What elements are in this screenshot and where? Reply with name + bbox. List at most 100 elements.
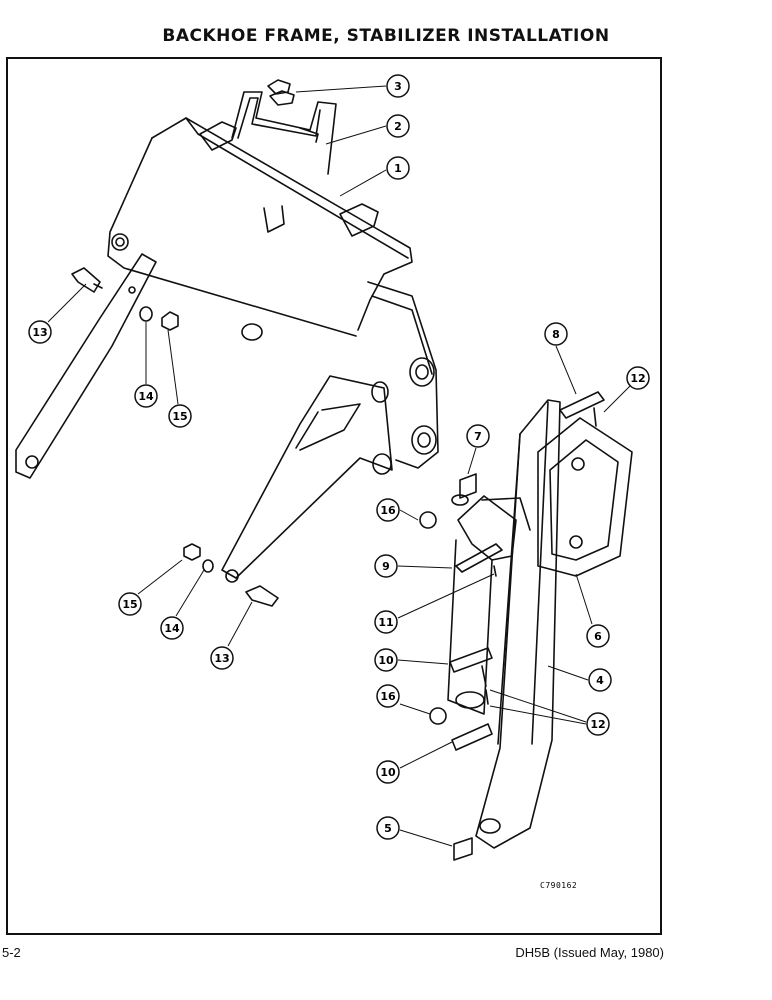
cylinder-bracket-part — [447, 495, 517, 715]
callout-circle — [134, 384, 158, 408]
callout-balloon: 4 — [588, 668, 612, 692]
callout-balloon: 13 — [210, 646, 234, 670]
callout-leader-line — [397, 565, 453, 569]
callout-balloon: 8 — [544, 322, 568, 346]
callout-leader-line — [575, 573, 593, 625]
callout-circle — [210, 646, 234, 670]
callout-circle — [386, 114, 410, 138]
callout-number: 16 — [380, 504, 396, 517]
callout-leader-line — [137, 559, 183, 595]
callout-leader-line — [555, 345, 577, 395]
callout-number: 14 — [138, 390, 154, 403]
callout-circle — [374, 610, 398, 634]
callout-leader-line — [399, 703, 431, 715]
callout-balloon: 9 — [374, 554, 398, 578]
callout-balloon: 14 — [134, 384, 158, 408]
callout-number: 9 — [382, 560, 390, 573]
callout-leader-line — [397, 573, 495, 619]
stabilizer-arm-part — [475, 399, 561, 849]
callout-circle — [118, 592, 142, 616]
callout-number: 2 — [394, 120, 402, 133]
callout-circle — [376, 498, 400, 522]
callout-leader-line — [467, 447, 477, 475]
callout-circle — [466, 424, 490, 448]
callout-balloon: 5 — [376, 816, 400, 840]
callout-number: 14 — [164, 622, 180, 635]
callout-leader-line — [325, 125, 387, 145]
diagram-frame — [6, 57, 662, 935]
callout-balloon: 12 — [626, 366, 650, 390]
callout-circle — [544, 322, 568, 346]
callout-balloon: 2 — [386, 114, 410, 138]
callout-circle — [28, 320, 52, 344]
callout-number: 5 — [384, 822, 392, 835]
callout-leader-line — [397, 659, 449, 665]
pin-part — [449, 391, 605, 751]
callout-circle — [376, 684, 400, 708]
callout-balloon: 16 — [376, 684, 400, 708]
callout-balloon: 7 — [466, 424, 490, 448]
callout-number: 8 — [552, 328, 560, 341]
callout-number: 15 — [172, 410, 187, 423]
callout-balloon: 11 — [374, 610, 398, 634]
callout-balloon: 3 — [386, 74, 410, 98]
callout-number: 11 — [378, 616, 393, 629]
page-title: BACKHOE FRAME, STABILIZER INSTALLATION — [162, 26, 610, 46]
callout-leader-line — [227, 601, 253, 647]
callout-circle — [626, 366, 650, 390]
bushing-part — [419, 473, 477, 861]
callout-leader-line — [489, 689, 587, 723]
callout-circle — [374, 648, 398, 672]
backhoe-frame-part — [107, 117, 439, 475]
nut-part — [161, 311, 201, 561]
callout-number: 1 — [394, 162, 402, 175]
callout-circle — [160, 616, 184, 640]
callout-balloon: 13 — [28, 320, 52, 344]
callout-balloon: 10 — [376, 760, 400, 784]
callout-balloon: 16 — [376, 498, 400, 522]
callout-leader-line — [603, 385, 631, 413]
callout-balloon: 12 — [586, 712, 610, 736]
callout-circle — [168, 404, 192, 428]
callout-balloon: 15 — [168, 404, 192, 428]
callout-leader-line — [175, 569, 205, 617]
callout-circle — [586, 624, 610, 648]
callout-number: 10 — [378, 654, 394, 667]
callout-leader-line — [47, 283, 87, 323]
u-bracket-part — [231, 91, 337, 175]
callout-leader-line — [399, 829, 453, 847]
callout-leader-line — [295, 85, 387, 93]
right-support-gusset — [221, 375, 393, 583]
callout-circle — [588, 668, 612, 692]
callout-leader-line — [339, 169, 387, 197]
page-number: 5-2 — [2, 945, 21, 960]
callout-circle — [376, 760, 400, 784]
callout-number: 16 — [380, 690, 396, 703]
callout-circle — [386, 156, 410, 180]
callout-leader-line — [489, 705, 587, 725]
callout-balloon: 1 — [386, 156, 410, 180]
document-reference: DH5B (Issued May, 1980) — [515, 945, 664, 960]
callout-balloon: 15 — [118, 592, 142, 616]
callout-leader-line — [399, 741, 453, 769]
callout-number: 3 — [394, 80, 402, 93]
callout-leader-line — [399, 509, 419, 521]
callout-number: 4 — [596, 674, 604, 687]
callout-circle — [374, 554, 398, 578]
callout-balloon: 10 — [374, 648, 398, 672]
callout-leader-line — [547, 665, 589, 681]
stabilizer-pad-part — [537, 417, 633, 577]
callout-number: 12 — [630, 372, 645, 385]
callout-number: 15 — [122, 598, 137, 611]
callout-number: 13 — [32, 326, 47, 339]
callout-circle — [586, 712, 610, 736]
bolt-part — [71, 267, 279, 607]
clamp-part — [267, 79, 295, 106]
washer-part — [139, 306, 214, 573]
callout-number: 10 — [380, 766, 396, 779]
callout-circle — [376, 816, 400, 840]
callout-balloon: 6 — [586, 624, 610, 648]
callout-number: 13 — [214, 652, 229, 665]
callout-number: 7 — [474, 430, 482, 443]
